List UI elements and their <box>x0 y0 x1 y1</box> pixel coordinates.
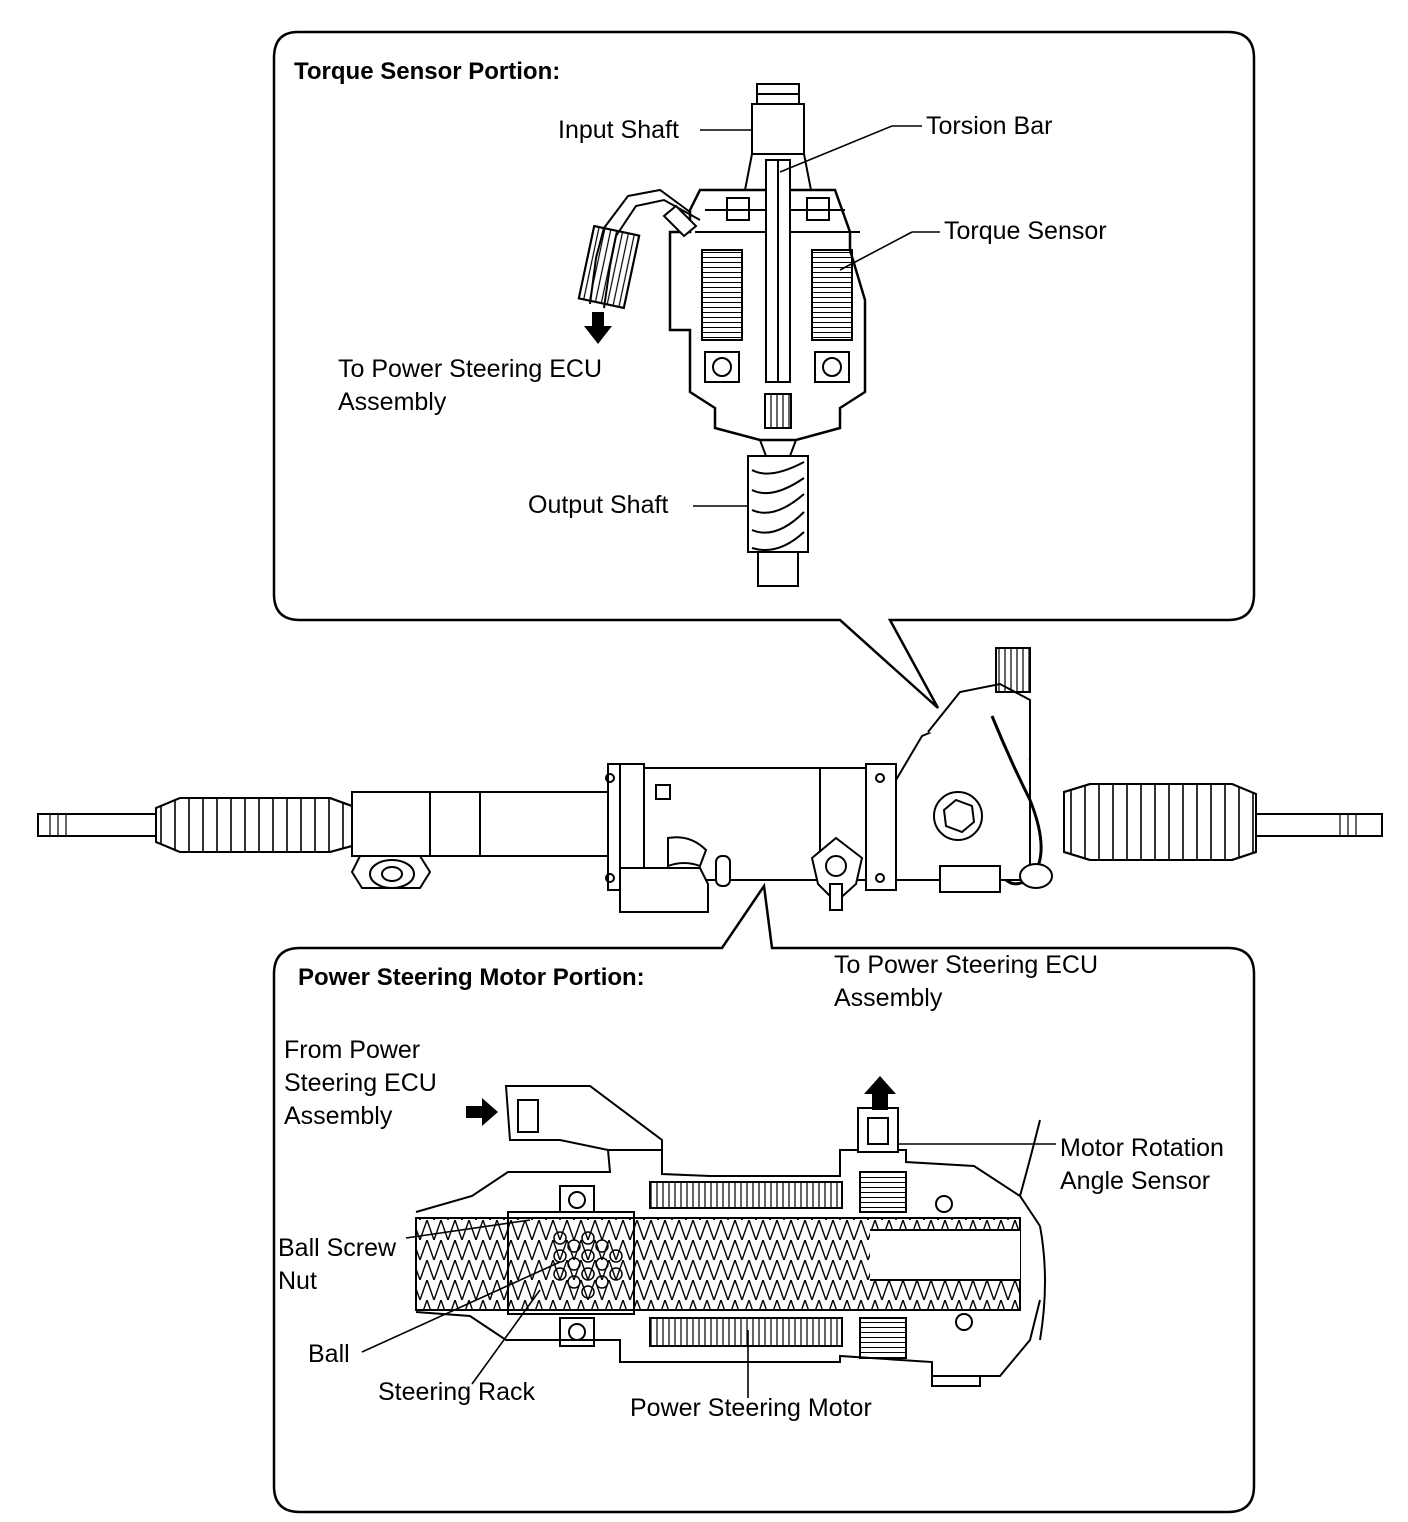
torsion-bar-label: Torsion Bar <box>926 112 1053 140</box>
output-shaft-label: Output Shaft <box>528 491 669 519</box>
arrow-right-icon <box>466 1098 498 1126</box>
balls <box>553 1231 623 1299</box>
to-ecu-label-top-line2: Assembly <box>338 388 447 416</box>
steering-gear-assembly <box>37 647 1383 913</box>
to-ecu-label-top-line1: To Power Steering ECU <box>338 355 603 383</box>
top-leader-lines <box>693 125 940 507</box>
to-ecu-label-middle-line1: To Power Steering ECU <box>834 951 1099 979</box>
torque-sensor-label: Torque Sensor <box>944 217 1107 245</box>
ball-label: Ball <box>308 1340 350 1368</box>
ball-screw-nut-label-line1: Ball Screw <box>278 1234 397 1262</box>
arrow-down-icon <box>584 312 612 344</box>
from-ecu-label-line3: Assembly <box>284 1102 393 1130</box>
power-steering-motor-drawing <box>415 1085 1046 1387</box>
motor-portion-title: Power Steering Motor Portion: <box>298 964 645 991</box>
steering-rack-label: Steering Rack <box>378 1378 536 1406</box>
bottom-leader-lines <box>361 1143 1056 1398</box>
motor-angle-sensor-label-line2: Angle Sensor <box>1060 1167 1211 1195</box>
from-ecu-label-line1: From Power <box>284 1036 421 1064</box>
power-steering-motor-label: Power Steering Motor <box>630 1394 872 1422</box>
input-shaft-label: Input Shaft <box>558 116 679 144</box>
to-ecu-label-middle-line2: Assembly <box>834 984 943 1012</box>
arrow-up-icon <box>864 1076 896 1110</box>
ball-screw-nut-label-line2: Nut <box>278 1267 317 1295</box>
torque-sensor-portion-title: Torque Sensor Portion: <box>294 58 561 85</box>
motor-angle-sensor-label-line1: Motor Rotation <box>1060 1134 1224 1162</box>
torque-sensor-drawing <box>577 83 867 587</box>
from-ecu-label-line2: Steering ECU <box>284 1069 437 1097</box>
